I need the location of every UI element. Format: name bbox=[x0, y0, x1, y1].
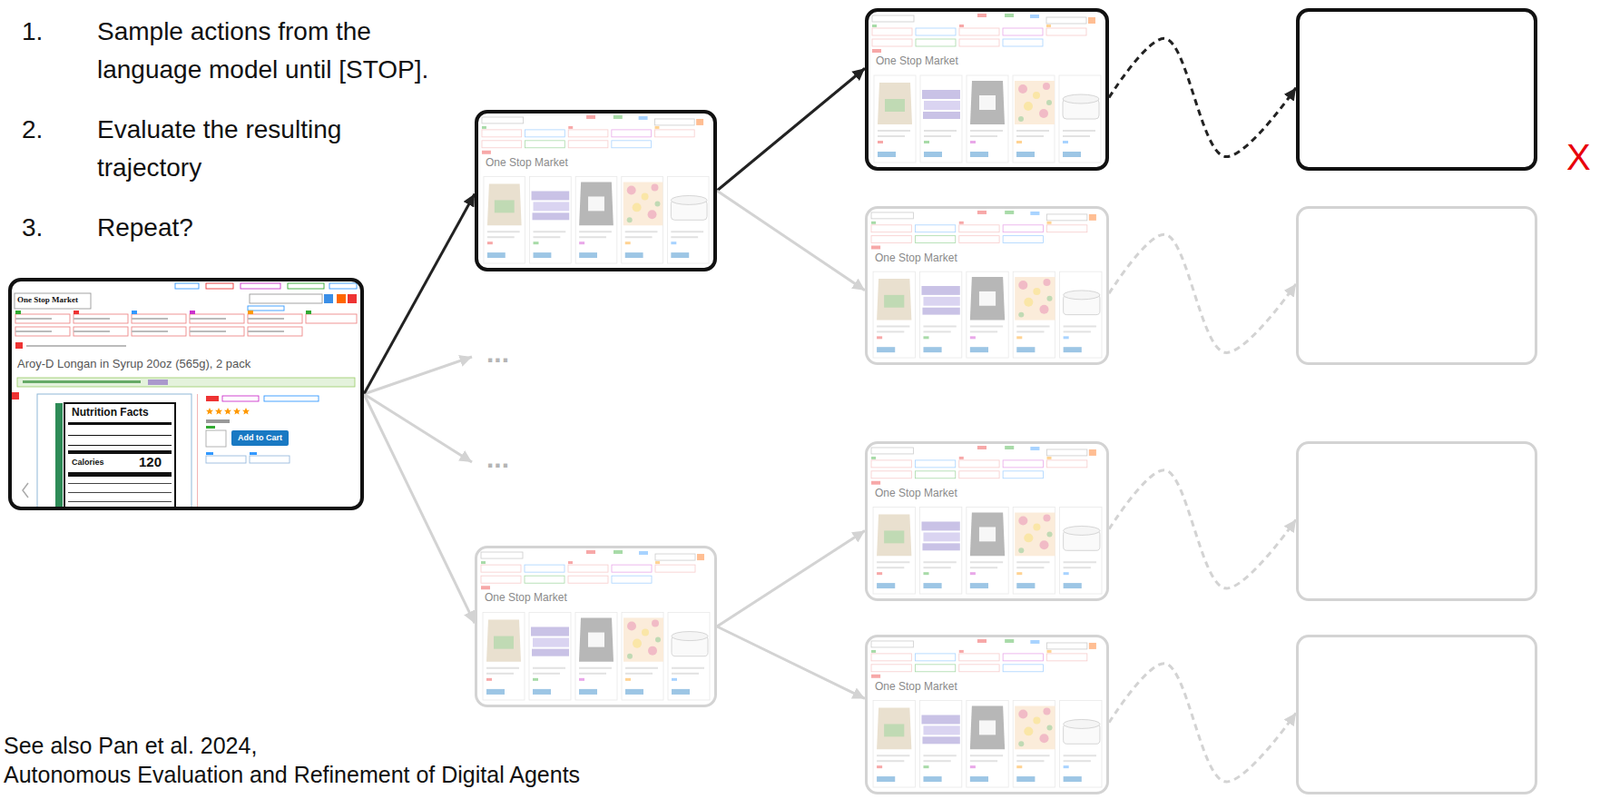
results-screenshot bbox=[868, 11, 1106, 167]
results-page-box: One Stop Market bbox=[864, 8, 1110, 171]
product-page-screenshot bbox=[11, 281, 361, 512]
results-screenshot bbox=[867, 208, 1107, 363]
list-number: 1. bbox=[21, 12, 43, 51]
action-arrow bbox=[363, 194, 475, 394]
reference-note: Autonomous Evaluation and Refinement of … bbox=[3, 760, 580, 788]
list-number: 3. bbox=[21, 208, 43, 247]
reference-note: See also Pan et al. 2024, bbox=[3, 731, 257, 759]
list-item: Repeat? bbox=[97, 208, 447, 247]
list-number: 2. bbox=[21, 110, 43, 149]
action-arrow bbox=[363, 393, 475, 623]
site-name: One Stop Market bbox=[875, 54, 959, 68]
site-logo: One Stop Market bbox=[17, 294, 79, 305]
results-page-box: One Stop Market bbox=[864, 441, 1110, 601]
results-screenshot bbox=[867, 637, 1107, 792]
ellipsis: ... bbox=[486, 442, 510, 474]
product-title: Aroy-D Longan in Syrup 20oz (565g), 2 pa… bbox=[17, 356, 251, 372]
action-arrow bbox=[716, 530, 865, 627]
site-name: One Stop Market bbox=[874, 486, 958, 500]
site-name: One Stop Market bbox=[874, 679, 958, 693]
nutrition-row: Calories bbox=[71, 457, 105, 467]
results-screenshot bbox=[478, 113, 714, 268]
results-page-box: One Stop Market bbox=[864, 206, 1110, 365]
results-page-box: One Stop Market bbox=[864, 634, 1110, 795]
product-page-box: One Stop MarketAroy-D Longan in Syrup 20… bbox=[8, 277, 364, 511]
nutrition-heading: Nutrition Facts bbox=[71, 405, 149, 419]
action-arrow bbox=[716, 626, 865, 698]
list-item: Sample actions from the language model u… bbox=[97, 12, 447, 89]
final-state-box bbox=[1295, 206, 1538, 365]
rollout-arrow bbox=[1109, 663, 1296, 782]
results-screenshot bbox=[867, 443, 1107, 599]
button-label: Add to Cart bbox=[231, 430, 289, 446]
site-name: One Stop Market bbox=[485, 156, 569, 169]
results-page-box: One Stop Market bbox=[474, 109, 717, 272]
nutrition-value: 120 bbox=[138, 454, 162, 471]
final-state-box bbox=[1295, 441, 1538, 601]
site-name: One Stop Market bbox=[484, 590, 568, 604]
rollout-arrow bbox=[1109, 38, 1296, 157]
ellipsis: ... bbox=[486, 337, 510, 369]
results-screenshot bbox=[477, 548, 715, 705]
rollout-arrow bbox=[1109, 234, 1296, 353]
action-arrow bbox=[716, 68, 865, 191]
site-name: One Stop Market bbox=[874, 251, 958, 265]
results-page-box: One Stop Market bbox=[474, 545, 717, 707]
list-item: Evaluate the resulting trajectory bbox=[97, 110, 447, 187]
action-arrow bbox=[716, 190, 865, 291]
rollout-arrow bbox=[1109, 470, 1296, 589]
final-state-box bbox=[1295, 8, 1538, 171]
failure-mark: X bbox=[1566, 136, 1591, 178]
final-state-box bbox=[1295, 634, 1538, 795]
